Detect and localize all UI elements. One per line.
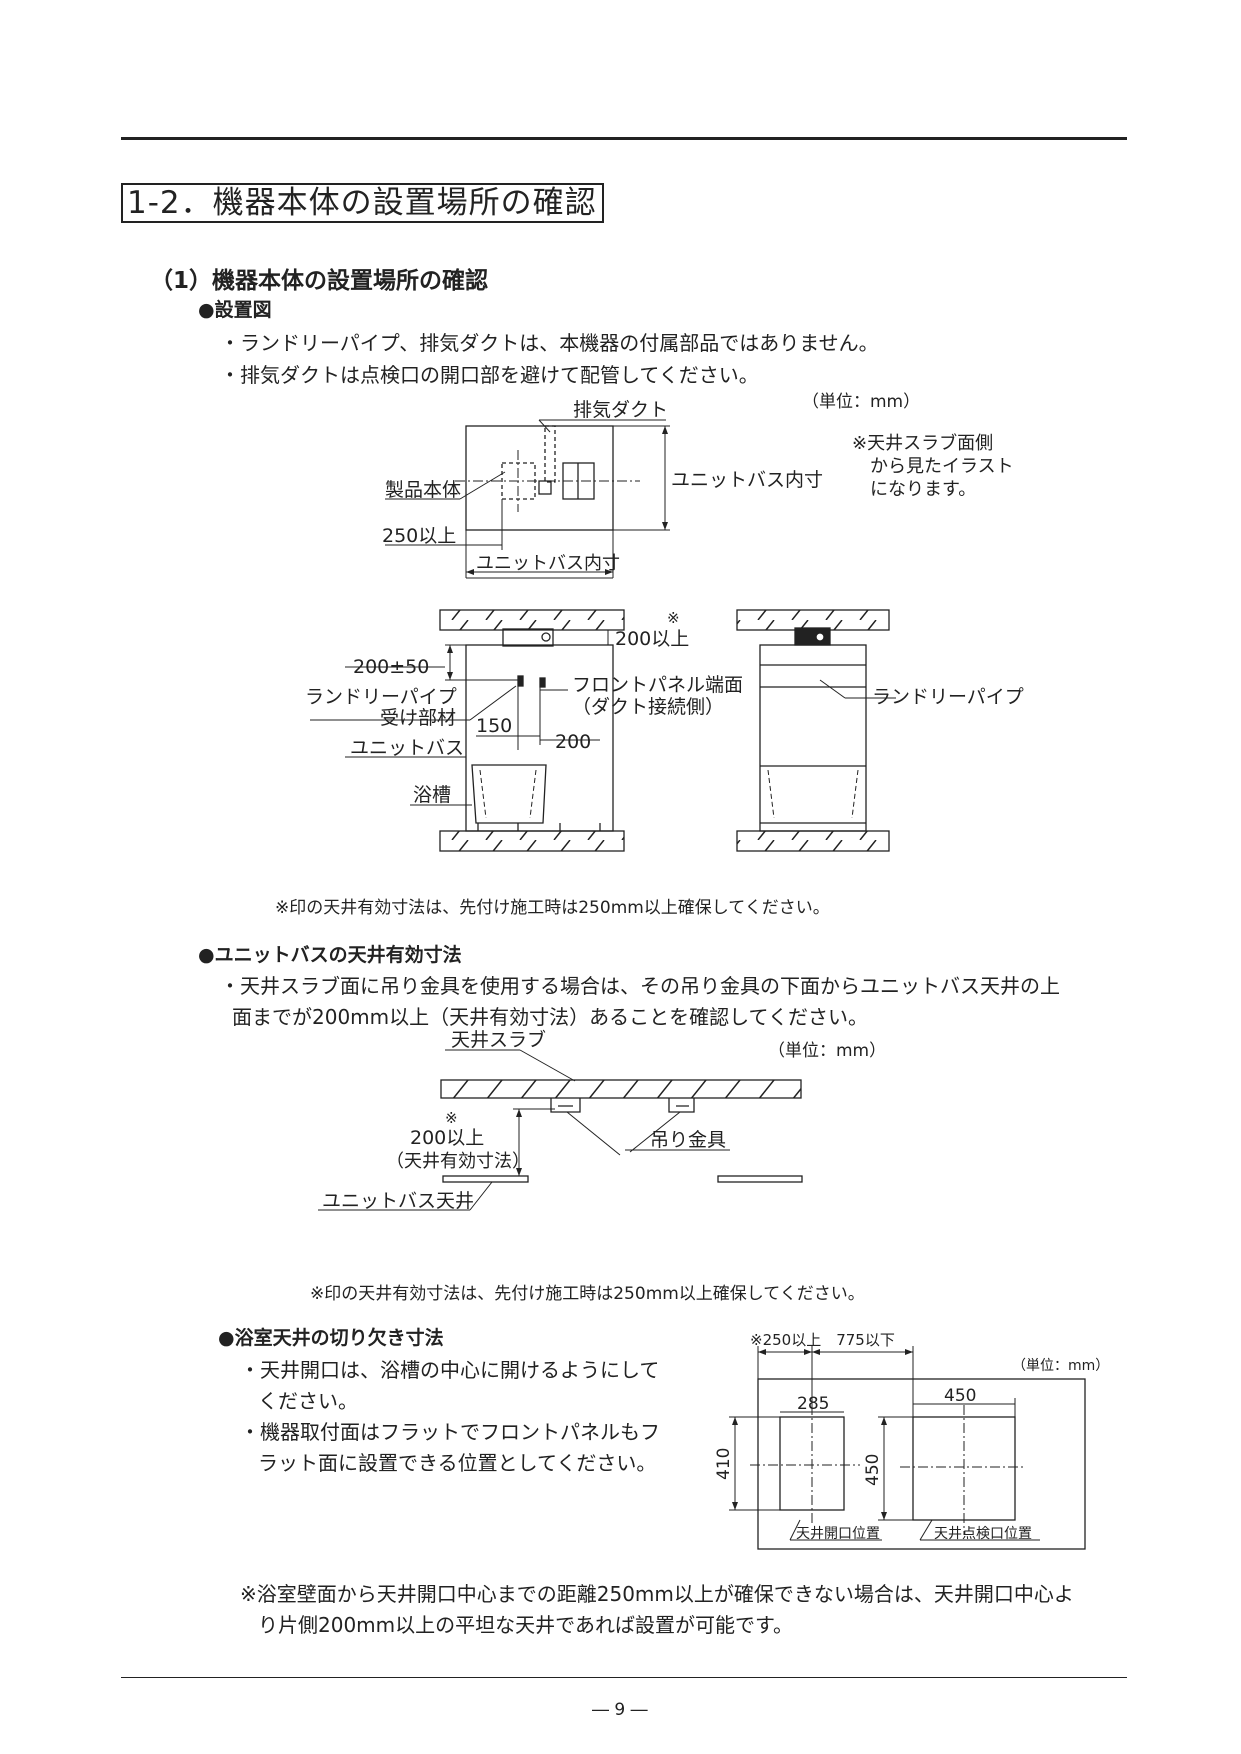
label-hanger: 吊り金具: [650, 1129, 726, 1151]
label-inspection: 天井点検口位置: [934, 1526, 1032, 1542]
label-unit-bath-inner-2: ユニットバス内寸: [476, 553, 620, 574]
right-floor-slab: [736, 830, 890, 852]
cutout-text-2: ください。: [258, 1389, 358, 1413]
label-product-body: 製品本体: [385, 479, 461, 501]
left-unit-bath: [465, 644, 614, 832]
left-floor-slab: [439, 830, 625, 852]
right-unit-bath: [759, 644, 867, 832]
install-diagram-heading: ●設置図: [198, 299, 272, 321]
label-front-panel-2: （ダクト接続側）: [572, 696, 724, 718]
label-w285: 285: [797, 1394, 829, 1414]
label-effective: （天井有効寸法）: [386, 1151, 530, 1172]
left-product-body: [502, 628, 554, 647]
label-asterisk-1: ※: [667, 609, 680, 627]
cutout-text-4: ラット面に設置できる位置としてください。: [258, 1451, 657, 1475]
subsection-heading: （1）機器本体の設置場所の確認: [150, 268, 489, 294]
label-laundry-pipe: ランドリーパイプ: [872, 686, 1024, 708]
page-number: ― 9 ―: [592, 1700, 648, 1720]
ceiling-clearance-diagram: [318, 1049, 803, 1211]
label-unit-bath: ユニットバス: [350, 737, 464, 759]
cutout-heading: ●浴室天井の切り欠き寸法: [218, 1327, 444, 1349]
section-view-left: [310, 609, 625, 852]
label-view-note-2: から見たイラスト: [870, 456, 1014, 477]
label-front-panel-1: フロントパネル端面: [572, 674, 743, 696]
label-dim-150: 150: [476, 715, 512, 737]
left-ceiling-slab: [439, 609, 625, 631]
install-note-2: ・排気ダクトは点検口の開口部を避けて配管してください。: [220, 363, 759, 387]
cutout-unit: （単位：mm）: [1012, 1358, 1110, 1374]
label-ceiling-slab: 天井スラブ: [451, 1028, 546, 1051]
label-pipe-support-1: ランドリーパイプ: [305, 686, 457, 708]
section-view-right: [736, 609, 896, 852]
cutout-diagram: [729, 1346, 1086, 1550]
plan-view: [385, 419, 670, 579]
label-dim-200: 200: [555, 731, 591, 753]
label-h410: 410: [714, 1448, 734, 1480]
label-dim-200-50: 200±50: [353, 656, 429, 678]
ceiling-clearance-text-2: 面までが200mm以上（天井有効寸法）あることを確認してください。: [232, 1005, 868, 1029]
ceiling-slab: [440, 1079, 802, 1099]
right-product-body: [794, 627, 831, 646]
label-exhaust-duct: 排気ダクト: [573, 399, 668, 421]
cutout-text-1: ・天井開口は、浴槽の中心に開けるようにして: [240, 1358, 660, 1382]
plan-exhaust-duct: [544, 425, 556, 483]
top-rule: [121, 137, 1127, 140]
label-bathtub: 浴槽: [413, 784, 451, 806]
label-min-200: 200以上: [615, 628, 689, 650]
label-min-200-b: 200以上: [410, 1127, 484, 1149]
label-opening: 天井開口位置: [796, 1526, 880, 1542]
ceiling-clearance-heading: ●ユニットバスの天井有効寸法: [198, 944, 462, 966]
cutout-text-3: ・機器取付面はフラットでフロントパネルもフ: [240, 1420, 660, 1444]
hanger-1: [550, 1098, 581, 1113]
bottom-rule: [121, 1677, 1127, 1678]
install-footnote: ※印の天井有効寸法は、先付け施工時は250mm以上確保してください。: [275, 898, 830, 918]
plan-duct-connector: [538, 480, 552, 495]
plan-unit-bath-outline: [465, 425, 614, 531]
ceiling-footnote: ※印の天井有効寸法は、先付け施工時は250mm以上確保してください。: [310, 1284, 865, 1304]
label-asterisk-2: ※: [445, 1109, 458, 1127]
label-top-dims: ※250以上 775以下: [750, 1331, 895, 1349]
label-unit-bath-inner-1: ユニットバス内寸: [671, 469, 823, 491]
hanger-2: [668, 1098, 695, 1113]
label-min-250: 250以上: [382, 525, 456, 547]
section-heading: 1-2．機器本体の設置場所の確認: [121, 183, 604, 223]
install-unit: （単位：mm）: [802, 392, 921, 412]
ceiling-unit: （単位：mm）: [768, 1041, 887, 1061]
ceiling-clearance-text-1: ・天井スラブ面に吊り金具を使用する場合は、その吊り金具の下面からユニットバス天井…: [220, 974, 1060, 998]
label-view-note-3: になります。: [870, 479, 976, 500]
left-bathtub: [471, 764, 547, 824]
cutout-footnote-2: り片側200mm以上の平坦な天井であれば設置が可能です。: [258, 1613, 793, 1637]
cutout-outline: [757, 1378, 1086, 1550]
label-pipe-support-2: 受け部材: [380, 707, 456, 729]
label-h450: 450: [863, 1454, 883, 1486]
right-ceiling-slab: [736, 609, 890, 631]
install-note-1: ・ランドリーパイプ、排気ダクトは、本機器の付属部品ではありません。: [220, 331, 879, 355]
label-w450: 450: [944, 1386, 976, 1406]
unit-bath-ceiling-left: [442, 1175, 529, 1183]
cutout-footnote-1: ※浴室壁面から天井開口中心までの距離250mm以上が確保できない場合は、天井開口…: [240, 1582, 1074, 1606]
unit-bath-ceiling-right: [717, 1175, 803, 1183]
label-unit-bath-ceiling: ユニットバス天井: [322, 1190, 474, 1212]
label-view-note-1: ※天井スラブ面側: [852, 432, 993, 454]
